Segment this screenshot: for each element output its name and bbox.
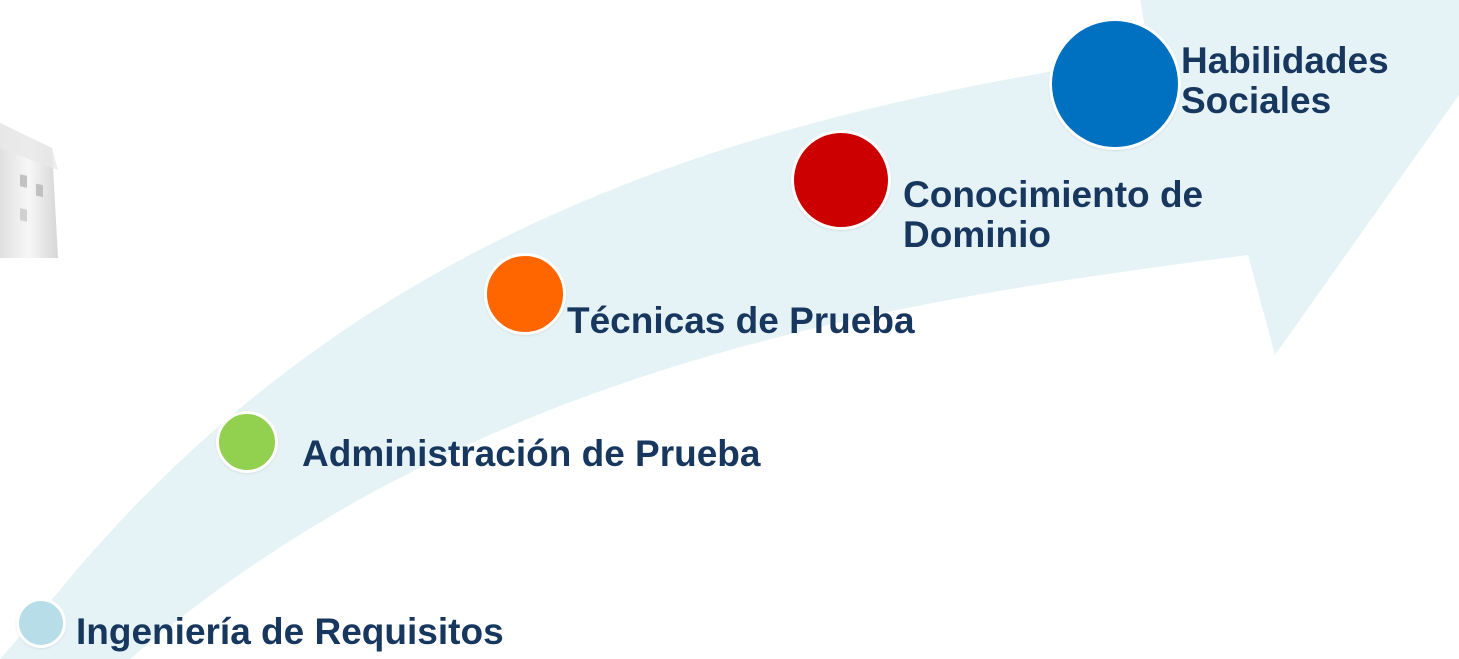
step-label-line: Administración de Prueba (302, 433, 761, 474)
step-label-line: Sociales (1181, 80, 1332, 121)
step-dot-requisitos (16, 598, 66, 648)
step-dot-tecnicas (484, 253, 566, 335)
step-label-tecnicas: Técnicas de Prueba (567, 301, 915, 341)
step-dot-habilidades (1049, 18, 1181, 150)
step-label-dominio: Conocimiento de Dominio (903, 175, 1203, 255)
usb-plug-icon (0, 108, 70, 263)
step-label-line: Técnicas de Prueba (567, 300, 915, 341)
step-label-habilidades: Habilidades Sociales (1181, 41, 1389, 121)
step-dot-administracion (216, 411, 278, 473)
step-label-line: Ingeniería de Requisitos (76, 611, 504, 652)
step-label-requisitos: Ingeniería de Requisitos (76, 612, 504, 652)
step-label-line: Dominio (903, 214, 1051, 255)
step-label-administracion: Administración de Prueba (302, 434, 761, 474)
step-dot-dominio (791, 130, 891, 230)
step-label-line: Conocimiento de (903, 174, 1204, 215)
step-label-line: Habilidades (1181, 40, 1389, 81)
